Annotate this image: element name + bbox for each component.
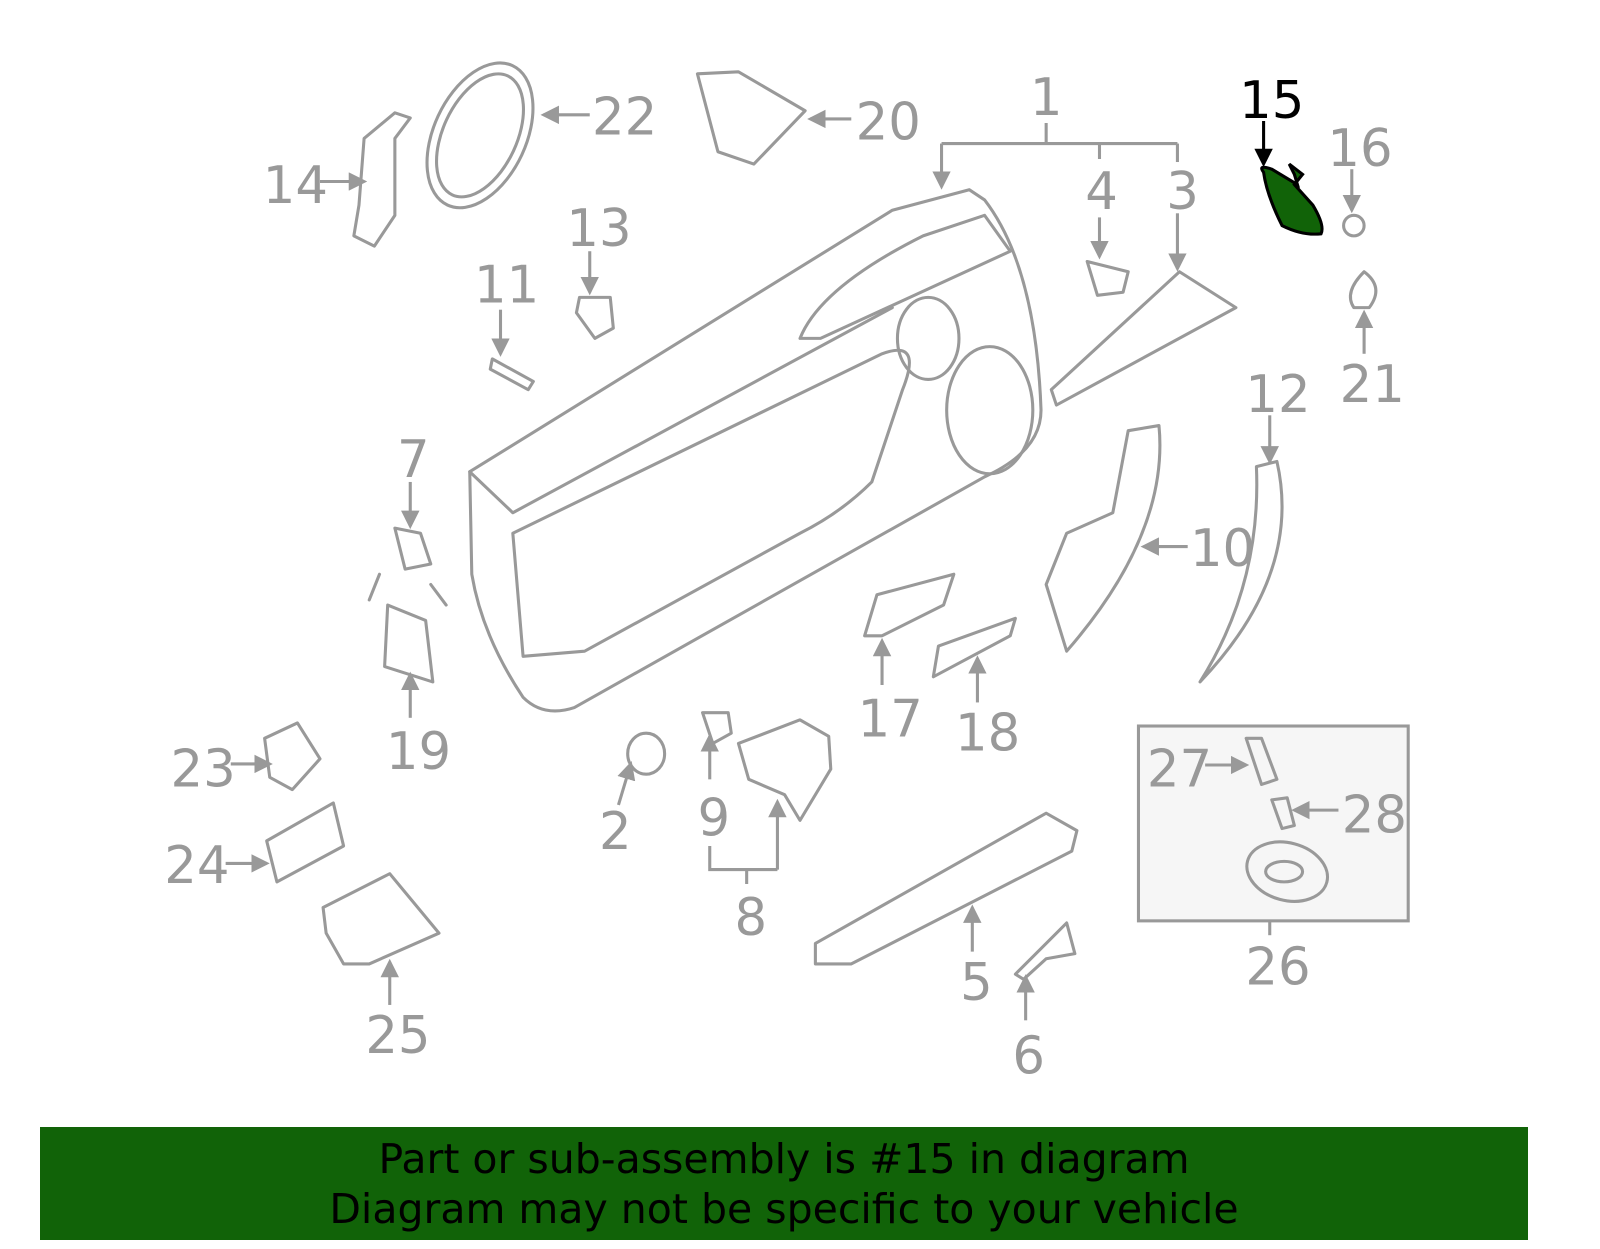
callout-15: 15 (1239, 71, 1304, 131)
callout-10: 10 (1190, 519, 1255, 579)
callout-labels: 1 2 3 4 5 6 7 8 9 10 11 12 13 14 15 16 1… (164, 68, 1407, 1087)
callout-27: 27 (1147, 740, 1212, 800)
callout-9: 9 (698, 789, 731, 849)
callout-25: 25 (365, 1006, 430, 1066)
callout-24: 24 (164, 836, 229, 896)
callout-18: 18 (955, 704, 1020, 764)
callout-14: 14 (263, 156, 328, 216)
callout-20: 20 (856, 92, 921, 152)
callout-3: 3 (1166, 162, 1199, 222)
callout-5: 5 (960, 953, 993, 1013)
callout-19: 19 (386, 722, 451, 782)
callout-16: 16 (1327, 119, 1392, 179)
callout-4: 4 (1085, 162, 1118, 222)
door-trim-panel (468, 188, 1043, 713)
banner-line-2: Diagram may not be specific to your vehi… (329, 1184, 1239, 1233)
inset-box-26 (1136, 724, 1410, 936)
callout-11: 11 (474, 256, 539, 316)
leader-lines (225, 105, 1374, 1021)
callout-17: 17 (858, 689, 923, 749)
part-shapes (263, 61, 1378, 981)
banner-line-1: Part or sub-assembly is #15 in diagram (378, 1134, 1190, 1183)
callout-26: 26 (1245, 937, 1310, 997)
callout-7: 7 (397, 430, 430, 490)
highlighted-part-15[interactable] (1260, 162, 1324, 236)
callout-1: 1 (1030, 68, 1063, 128)
callout-13: 13 (566, 199, 631, 259)
callout-22: 22 (592, 87, 657, 147)
callout-23: 23 (170, 740, 235, 800)
callout-8: 8 (734, 888, 767, 948)
callout-6: 6 (1012, 1027, 1045, 1087)
callout-12: 12 (1245, 365, 1310, 425)
callout-2: 2 (599, 802, 632, 862)
callout-28: 28 (1342, 786, 1407, 846)
info-banner: Part or sub-assembly is #15 in diagram D… (40, 1127, 1528, 1240)
callout-21: 21 (1340, 355, 1405, 415)
